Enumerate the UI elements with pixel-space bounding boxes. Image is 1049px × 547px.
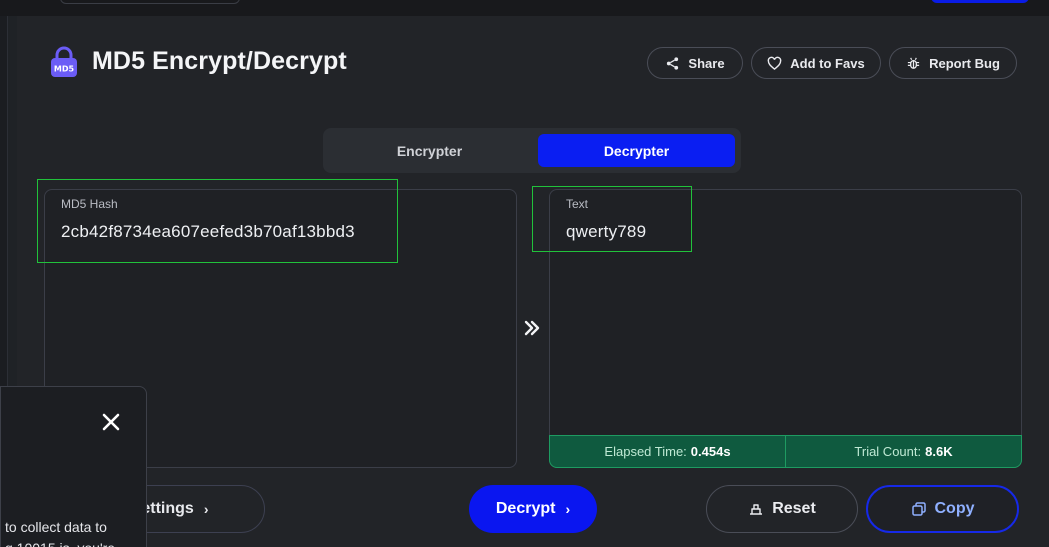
hash-input-value[interactable]: 2cb42f8734ea607eefed3b70af13bbd3 — [61, 222, 355, 241]
reset-label: Reset — [772, 500, 816, 517]
cookie-popup-line-1: to collect data to — [5, 519, 107, 535]
md5-logo-icon: MD5 — [51, 46, 77, 77]
eraser-icon — [750, 504, 763, 515]
report-label: Report Bug — [929, 55, 1000, 71]
share-button[interactable]: Share — [647, 47, 743, 79]
heart-icon — [767, 56, 782, 70]
text-output-label: Text — [566, 197, 589, 211]
cookie-popup: to collect data to g 10015 is, you're — [0, 386, 147, 547]
share-label: Share — [688, 55, 725, 71]
cookie-popup-line-2: g 10015 is, you're — [5, 538, 115, 547]
text-output-panel[interactable]: Text qwerty789 — [549, 189, 1022, 468]
share-icon — [667, 56, 679, 70]
hash-input-label: MD5 Hash — [61, 197, 118, 211]
chevron-right-icon: › — [565, 501, 571, 517]
decrypt-label: Decrypt — [495, 500, 556, 517]
tab-encrypter[interactable]: Encrypter — [396, 142, 463, 159]
text-output-value[interactable]: qwerty789 — [566, 222, 647, 241]
tab-decrypter[interactable]: Decrypter — [538, 134, 735, 167]
mode-toggle: Encrypter Decrypter — [323, 128, 741, 173]
decrypt-stats-bar: Elapsed Time: 0.454s Trial Count: 8.6K — [549, 435, 1022, 468]
decrypt-button[interactable]: Decrypt › — [469, 485, 597, 533]
elapsed-time-stat: Elapsed Time: 0.454s — [550, 436, 785, 467]
report-bug-button[interactable]: Report Bug — [889, 47, 1017, 79]
copy-icon — [911, 502, 926, 516]
highlight-box-hash — [37, 179, 398, 263]
copy-button[interactable]: Copy — [866, 485, 1019, 533]
elapsed-time-value: 0.454s — [690, 444, 731, 459]
copy-label: Copy — [934, 500, 975, 517]
sidebar-rail — [0, 16, 8, 547]
favs-label: Add to Favs — [790, 55, 865, 71]
double-chevron-right-icon — [524, 320, 540, 336]
elapsed-time-label: Elapsed Time: — [604, 444, 687, 459]
trial-count-stat: Trial Count: 8.6K — [785, 436, 1021, 467]
page-title: MD5 Encrypt/Decrypt — [92, 47, 347, 75]
top-bar-search[interactable] — [60, 0, 240, 4]
cookie-popup-text: to collect data to g 10015 is, you're — [5, 517, 115, 547]
chevron-right-icon: › — [203, 501, 209, 517]
reset-button[interactable]: Reset — [706, 485, 858, 533]
top-bar — [0, 0, 1049, 16]
bug-icon — [907, 57, 920, 69]
add-to-favs-button[interactable]: Add to Favs — [751, 47, 881, 79]
svg-text:MD5: MD5 — [54, 65, 75, 74]
close-icon[interactable] — [101, 412, 121, 432]
highlight-box-text — [532, 186, 692, 252]
trial-count-label: Trial Count: — [854, 444, 922, 459]
hash-input-panel[interactable]: MD5 Hash 2cb42f8734ea607eefed3b70af13bbd… — [44, 189, 517, 468]
top-bar-button[interactable] — [931, 0, 1029, 3]
trial-count-value: 8.6K — [925, 444, 953, 459]
